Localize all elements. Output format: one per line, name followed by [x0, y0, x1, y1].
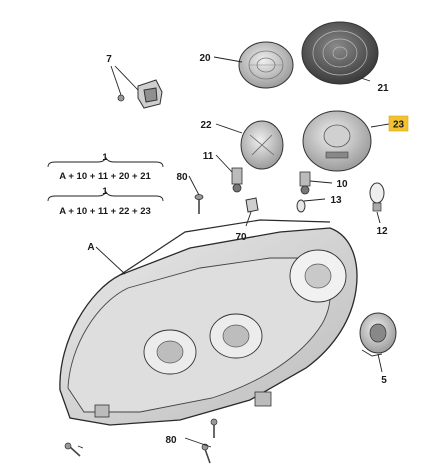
part-80-screws-lower [64, 418, 218, 464]
formula-2-top: 1 [102, 186, 108, 197]
callout-A: A [87, 242, 94, 253]
callout-11: 11 [203, 151, 214, 162]
callout-70: 70 [235, 232, 247, 243]
callout-10: 10 [336, 179, 348, 190]
part-12-bulb [369, 182, 385, 212]
callout-5: 5 [381, 375, 387, 386]
callout-80-upper: 80 [176, 172, 188, 183]
callout-21: 21 [377, 83, 389, 94]
part-13-bulb [296, 199, 306, 213]
part-70-clip [245, 197, 259, 213]
part-22-small-cap [240, 120, 284, 170]
formula-2-bottom: A + 10 + 11 + 22 + 23 [59, 206, 151, 217]
part-10-socket [299, 171, 311, 195]
part-11-socket [231, 167, 243, 193]
callout-7: 7 [106, 54, 112, 65]
callout-13: 13 [330, 195, 342, 206]
callout-23-highlight: 23 [388, 115, 409, 132]
formula-1-bottom: A + 10 + 11 + 20 + 21 [59, 171, 151, 182]
part-A-headlamp-housing [59, 219, 358, 426]
formula-1-top: 1 [102, 152, 108, 163]
callout-22: 22 [200, 120, 212, 131]
part-7-clip [117, 79, 163, 109]
leader-lines [77, 56, 390, 449]
part-80-screw-upper [194, 194, 204, 214]
callout-20: 20 [199, 53, 211, 64]
callout-12: 12 [376, 226, 388, 237]
part-5-adjuster-motor [359, 312, 397, 357]
part-21-cover [301, 21, 379, 85]
callout-23: 23 [393, 120, 405, 131]
part-20-rear-cap [238, 41, 294, 89]
part-23-bulb-cover [302, 110, 372, 172]
callout-80-lower: 80 [165, 435, 177, 446]
formula-brackets [47, 156, 164, 202]
